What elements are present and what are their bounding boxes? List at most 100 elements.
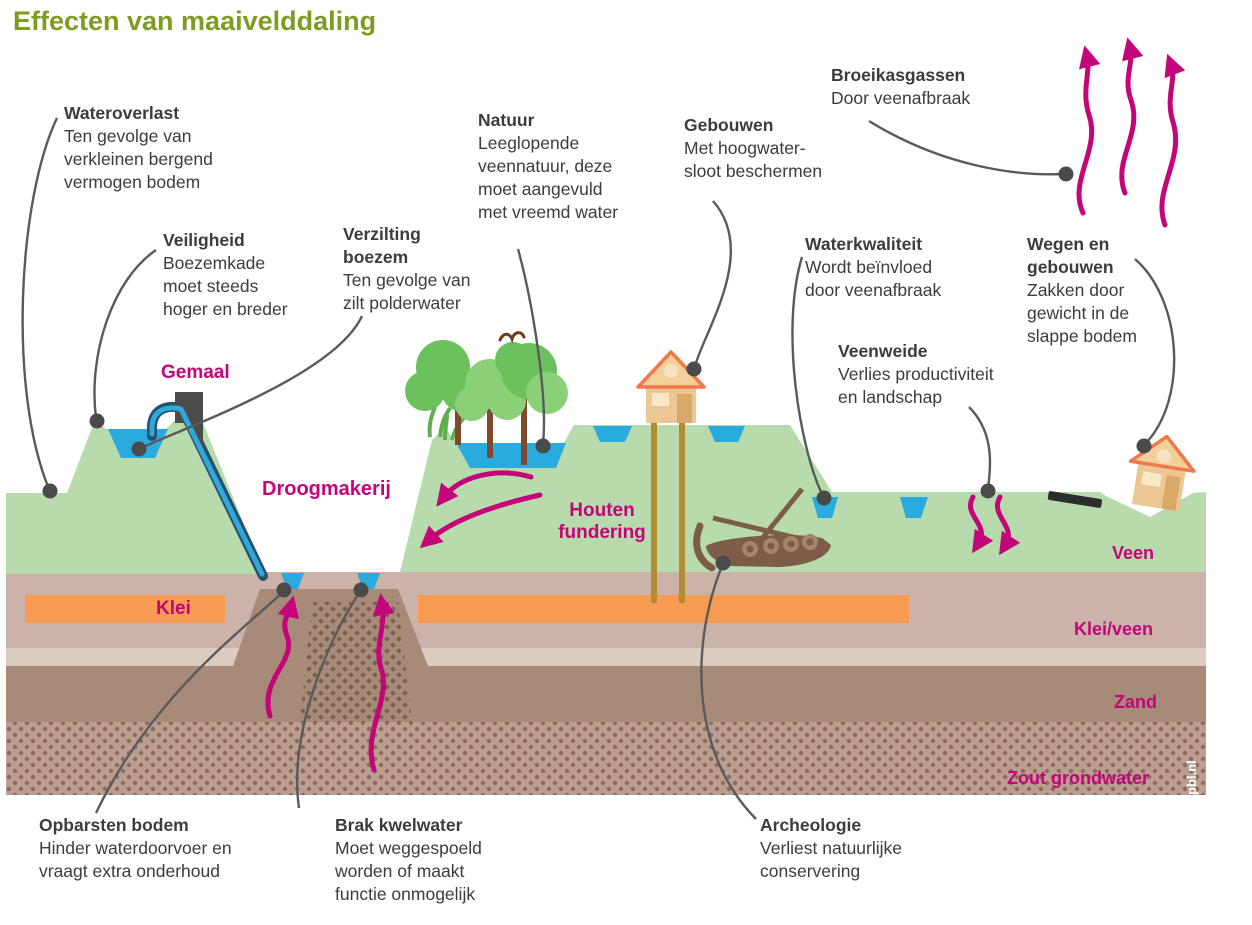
callout-line: moet steeds bbox=[163, 276, 259, 296]
callout-veenweide: Veenweide Verlies productiviteit en land… bbox=[838, 340, 994, 409]
label-klei-veen: Klei/veen bbox=[1074, 619, 1154, 639]
callout-line: moet aangevuld bbox=[478, 179, 603, 199]
leader-gebouwen bbox=[693, 200, 732, 367]
house-window bbox=[652, 393, 669, 406]
leader-wegen bbox=[1134, 258, 1176, 444]
sunken-road bbox=[1047, 491, 1103, 508]
ghg-arrow-2 bbox=[1119, 37, 1144, 196]
callout-archeologie: Archeologie Verliest natuurlijke conserv… bbox=[760, 814, 902, 883]
label-veen: Veen bbox=[1112, 543, 1155, 563]
callout-line: Verlies productiviteit bbox=[838, 364, 994, 384]
callout-line: vermogen bodem bbox=[64, 172, 201, 192]
callout-verzilting: Verzilting boezem Ten gevolge van zilt p… bbox=[343, 223, 470, 315]
label-droogmakerij: Droogmakerij bbox=[262, 478, 391, 500]
callout-title: Archeologie bbox=[760, 815, 862, 835]
callout-broeikasgassen: Broeikasgassen Door veenafbraak bbox=[831, 64, 970, 110]
label-houten-fundering: Houten fundering bbox=[548, 500, 656, 544]
land-green bbox=[6, 420, 1206, 574]
callout-opbarsten: Opbarsten bodem Hinder waterdoorvoer en … bbox=[39, 814, 232, 883]
inflow-arrow-2 bbox=[419, 492, 543, 549]
label-line: Houten bbox=[569, 500, 635, 521]
label-zand: Zand bbox=[1114, 692, 1157, 712]
boezem-dike bbox=[6, 420, 264, 574]
callout-line: Door veenafbraak bbox=[831, 88, 971, 108]
gable-window bbox=[664, 364, 678, 378]
process-arrows bbox=[265, 37, 1186, 773]
ghg-arrow-3 bbox=[1159, 53, 1186, 228]
leader-dots bbox=[42, 166, 1152, 598]
seep-arrow-1 bbox=[265, 595, 299, 719]
callout-line: worden of maakt bbox=[335, 861, 465, 881]
gable-window bbox=[1156, 449, 1171, 464]
pbl-logo: pbl.nl bbox=[1184, 760, 1199, 795]
leader-waterkwaliteit bbox=[791, 256, 824, 495]
callout-line: slappe bodem bbox=[1027, 326, 1137, 346]
pumping-station bbox=[147, 392, 268, 581]
callout-line: Verliest natuurlijke bbox=[760, 838, 903, 858]
ditch-right-2 bbox=[900, 497, 928, 518]
callout-line: Wordt beïnvloed bbox=[805, 257, 933, 277]
callout-line: functie onmogelijk bbox=[335, 884, 476, 904]
callout-veiligheid: Veiligheid Boezemkade moet steeds hoger … bbox=[163, 229, 288, 321]
callout-wateroverlast: Wateroverlast Ten gevolge van verkleinen… bbox=[64, 102, 213, 194]
callout-title: Waterkwaliteit bbox=[805, 234, 923, 254]
callout-line: Moet weggespoeld bbox=[335, 838, 482, 858]
callout-line: zilt polderwater bbox=[343, 293, 461, 313]
callout-line: Met hoogwater- bbox=[684, 138, 806, 158]
leader-veiligheid bbox=[93, 249, 157, 419]
leader-wateroverlast bbox=[21, 117, 59, 490]
callout-line: hoger en breder bbox=[163, 299, 288, 319]
tree-trunk bbox=[521, 385, 527, 465]
label-zout-grondwater: Zout grondwater bbox=[1007, 768, 1149, 788]
seep-arrow-2 bbox=[368, 593, 395, 773]
callout-title: Broeikasgassen bbox=[831, 65, 966, 85]
callout-line: vraagt extra onderhoud bbox=[39, 861, 220, 881]
wooden-pile bbox=[679, 423, 685, 603]
callout-title: gebouwen bbox=[1027, 257, 1114, 277]
tree-trunk bbox=[455, 385, 461, 445]
layer-zout-grondwater bbox=[6, 722, 1206, 795]
callout-title: Verzilting bbox=[343, 224, 421, 244]
callout-line: sloot beschermen bbox=[684, 161, 823, 181]
callout-title: boezem bbox=[343, 247, 409, 267]
inflow-arrow-1 bbox=[436, 470, 534, 507]
leader-verzilting bbox=[142, 315, 364, 449]
leader-broeikasgassen bbox=[868, 119, 1064, 176]
callout-line: gewicht in de bbox=[1027, 303, 1130, 323]
ship-bow bbox=[693, 522, 716, 572]
callout-title: Brak kwelwater bbox=[335, 815, 463, 835]
label-gemaal: Gemaal bbox=[161, 362, 230, 383]
callout-line: veennatuur, deze bbox=[478, 156, 613, 176]
veenweide-arrow-2 bbox=[995, 494, 1021, 556]
tilted-house bbox=[1128, 434, 1196, 512]
ghg-arrow-1 bbox=[1076, 45, 1101, 216]
soil-layers bbox=[6, 572, 1206, 795]
leader-veenweide bbox=[968, 406, 992, 489]
callout-line: verkleinen bergend bbox=[64, 149, 213, 169]
callout-line: door veenafbraak bbox=[805, 280, 942, 300]
bird-icon bbox=[498, 331, 526, 344]
salt-seep-dots bbox=[300, 602, 412, 722]
callout-line: Ten gevolge van bbox=[343, 270, 471, 290]
hoogwatersloot-left bbox=[593, 426, 632, 442]
grass-icon bbox=[427, 405, 468, 441]
callout-title: Wegen en bbox=[1027, 234, 1110, 254]
house-door bbox=[1161, 475, 1181, 511]
callout-line: met vreemd water bbox=[478, 202, 619, 222]
callout-title: Wateroverlast bbox=[64, 103, 180, 123]
callout-title: Opbarsten bodem bbox=[39, 815, 189, 835]
callout-line: Ten gevolge van bbox=[64, 126, 192, 146]
layer-klei-veen-light bbox=[6, 648, 1206, 667]
page-title: Effecten van maaivelddaling bbox=[13, 6, 377, 36]
pump-house-footing bbox=[185, 422, 203, 462]
hoogwatersloot-right bbox=[708, 426, 745, 442]
callout-line: Zakken door bbox=[1027, 280, 1125, 300]
callout-line: Hinder waterdoorvoer en bbox=[39, 838, 232, 858]
leader-lines bbox=[21, 117, 1176, 820]
house-door bbox=[677, 394, 692, 423]
sinking-structures bbox=[1047, 434, 1196, 512]
klei-band-left bbox=[25, 595, 225, 623]
veenweide-arrow-1 bbox=[968, 494, 994, 554]
callout-brak: Brak kwelwater Moet weggespoeld worden o… bbox=[335, 814, 482, 906]
